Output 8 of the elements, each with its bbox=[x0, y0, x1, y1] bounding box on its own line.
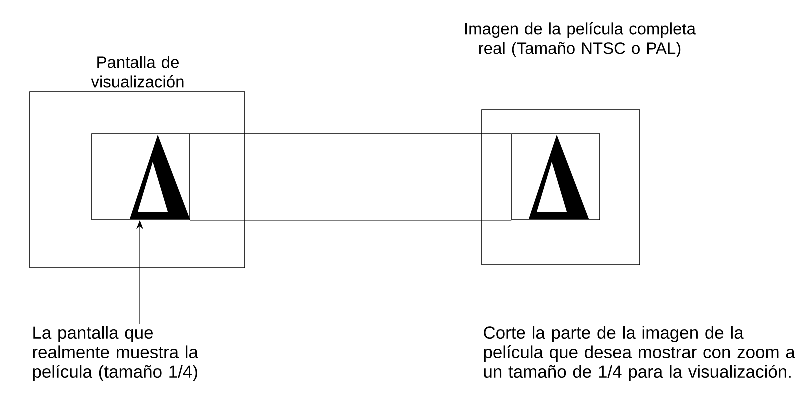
caption-text: La pantalla que realmente muestra la película (tamaño 1/4) bbox=[33, 326, 198, 382]
connector-line bbox=[190, 133, 512, 134]
heading: Imagen de la película completa real (Tamaño NTSC o PAL) bbox=[466, 22, 696, 58]
frame-box bbox=[92, 134, 190, 220]
frame-box bbox=[512, 134, 600, 220]
connector-line bbox=[190, 220, 512, 221]
description-text: Corte la parte de la imagen de la película que desea mostrar con zoom a un tamaño de 1/4 para la visualización. bbox=[484, 326, 796, 382]
heading: Pantalla de visualización bbox=[91, 56, 184, 88]
